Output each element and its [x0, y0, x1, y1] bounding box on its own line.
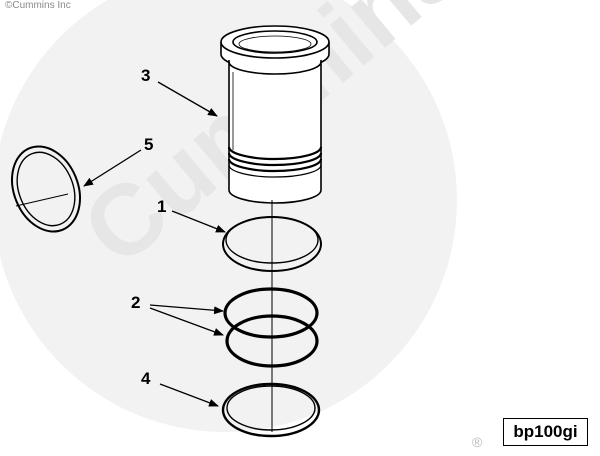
callout-2: 2	[131, 293, 140, 312]
liner-bore	[232, 30, 318, 54]
liner-groove-4	[228, 164, 322, 178]
leader-arrow-2b	[149, 307, 224, 336]
liner-shoulder	[228, 61, 322, 75]
o-ring-upper	[223, 287, 319, 339]
leader-arrow-1	[171, 210, 226, 233]
ring-bottom-inner	[226, 385, 316, 431]
registered-mark: ®	[472, 434, 483, 450]
ring-bottom-outer	[221, 382, 321, 438]
callout-1: 1	[157, 197, 166, 216]
leader-arrow-4	[159, 383, 219, 407]
o-ring-lower	[225, 314, 319, 368]
callout-4: 4	[141, 369, 151, 388]
ring-side-marker	[15, 193, 69, 207]
callout-5: 5	[144, 135, 153, 154]
leader-arrow-3	[157, 81, 218, 117]
ring-top-inner	[225, 216, 319, 264]
ring-side-inner	[16, 151, 76, 227]
liner-bore-inner	[238, 35, 312, 53]
liner-groove-1	[227, 146, 323, 161]
cylinder-liner	[220, 25, 330, 204]
ring-top	[222, 216, 322, 272]
liner-groove-3	[227, 158, 323, 173]
leader-arrow-2a	[149, 304, 224, 315]
o-rings-middle	[223, 287, 319, 368]
copyright-text: ©Cummins Inc	[5, 0, 71, 11]
liner-body	[228, 60, 322, 204]
leader-lines	[83, 81, 226, 407]
watermark-disc	[0, 0, 457, 432]
ring-bottom	[221, 382, 321, 438]
reference-code-box: bp100gi	[503, 418, 588, 446]
ring-side-outer	[11, 145, 81, 233]
callout-3: 3	[141, 66, 150, 85]
liner-groove-2	[227, 152, 323, 167]
ring-side	[11, 145, 81, 233]
leader-arrow-5	[83, 149, 142, 187]
